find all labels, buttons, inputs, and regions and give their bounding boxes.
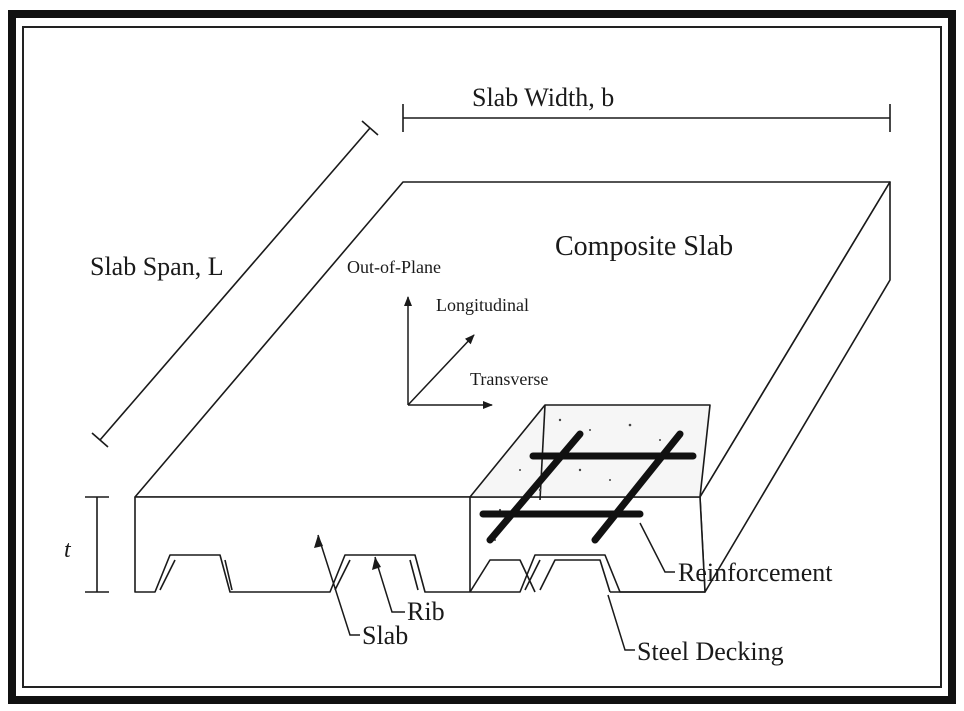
composite-slab-label: Composite Slab <box>555 231 733 262</box>
axis-triad <box>404 296 493 409</box>
slab-span-dimension <box>91 120 379 448</box>
front-rib-detail <box>159 559 541 591</box>
rib-label: Rib <box>407 597 445 626</box>
reinforcement-bars <box>479 430 697 544</box>
slab-span-label: Slab Span, L <box>90 252 224 281</box>
longitudinal-label: Longitudinal <box>436 295 529 315</box>
steel-decking-label: Steel Decking <box>637 637 784 666</box>
reinforcement-label: Reinforcement <box>678 558 833 587</box>
rib-leader <box>374 556 405 613</box>
reinforcement-leader <box>639 522 675 573</box>
transverse-label: Transverse <box>470 369 548 389</box>
slab-width-label: Slab Width, b <box>472 83 614 112</box>
rebar-long-1 <box>486 430 584 544</box>
steel-decking-leader <box>607 594 635 651</box>
out-of-plane-label: Out-of-Plane <box>347 257 441 277</box>
inner-frame <box>22 26 942 688</box>
slab-leader <box>317 534 360 636</box>
thickness-dimension <box>85 496 109 593</box>
rebar-long-2 <box>591 430 684 544</box>
longitudinal-axis <box>407 334 475 406</box>
leader-lines <box>317 522 675 651</box>
decking-profile <box>469 559 611 593</box>
thickness-label: t <box>64 537 72 563</box>
slab-width-dimension <box>402 104 891 132</box>
slab-label: Slab <box>362 621 408 650</box>
leader-arrowheads <box>314 535 381 570</box>
